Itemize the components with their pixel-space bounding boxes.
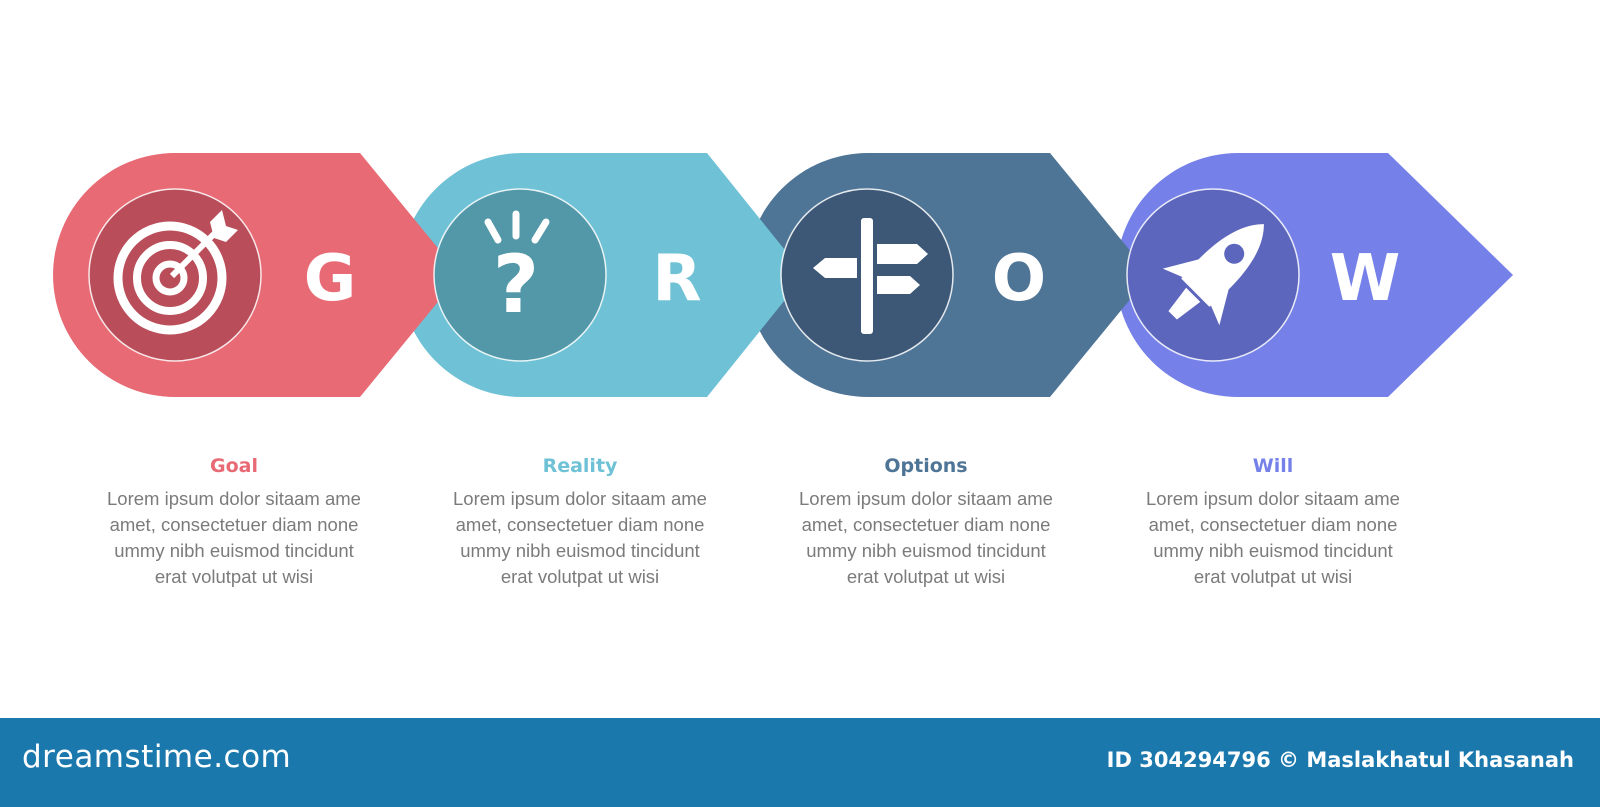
- letter-g: G: [304, 242, 357, 316]
- footer-bar: dreamstime.com ID 304294796 © Maslakhatu…: [0, 718, 1600, 807]
- signpost-icon: [813, 218, 928, 334]
- target-icon: [113, 210, 238, 335]
- will-title: Will: [1252, 455, 1294, 477]
- grow-diagram: ? G R O W: [53, 153, 1513, 397]
- footer-brand[interactable]: dreamstime.com: [22, 739, 292, 775]
- reality-title: Reality: [542, 455, 618, 477]
- options-title: Options: [884, 455, 968, 477]
- goal-title: Goal: [210, 455, 258, 477]
- will-text: Lorem ipsum dolor sitaam ame amet, conse…: [1146, 488, 1400, 587]
- step-circle-reality: [433, 188, 607, 362]
- goal-text: Lorem ipsum dolor sitaam ame amet, conse…: [107, 488, 361, 587]
- question-icon: ?: [484, 210, 550, 331]
- options-description: Options Lorem ipsum dolor sitaam ame ame…: [776, 455, 1076, 590]
- reality-description: Reality Lorem ipsum dolor sitaam ame ame…: [430, 455, 730, 590]
- letter-o: O: [992, 242, 1046, 316]
- goal-description: Goal Lorem ipsum dolor sitaam ame amet, …: [84, 455, 384, 590]
- options-text: Lorem ipsum dolor sitaam ame amet, conse…: [799, 488, 1053, 587]
- svg-text:?: ?: [493, 238, 539, 331]
- letter-r: R: [652, 242, 701, 316]
- will-description: Will Lorem ipsum dolor sitaam ame amet, …: [1123, 455, 1423, 590]
- rocket-icon: [1162, 224, 1264, 326]
- reality-text: Lorem ipsum dolor sitaam ame amet, conse…: [453, 488, 707, 587]
- footer-credit: ID 304294796 © Maslakhatul Khasanah: [1106, 748, 1574, 772]
- step-descriptions: Goal Lorem ipsum dolor sitaam ame amet, …: [0, 455, 1600, 605]
- letter-w: W: [1330, 242, 1401, 316]
